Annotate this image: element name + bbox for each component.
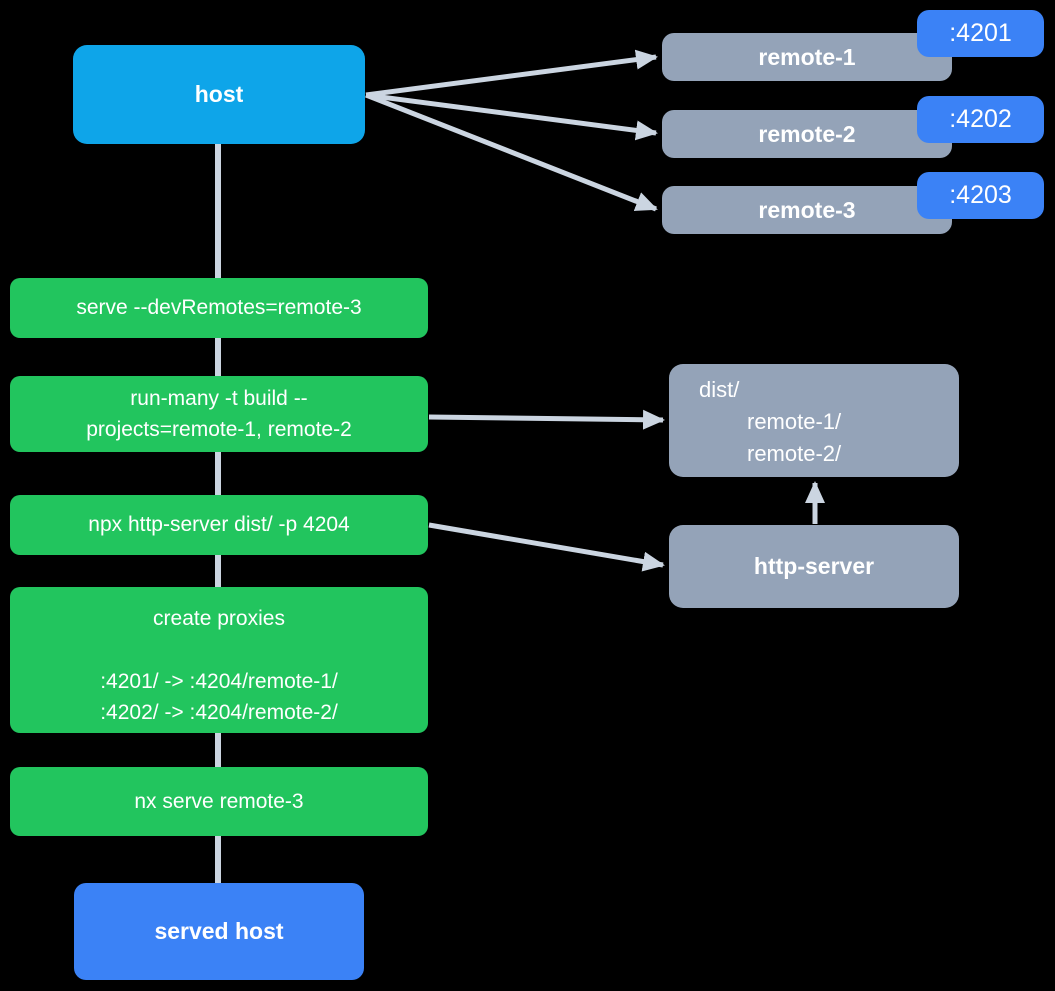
- proxy-rule-1: :4201/ -> :4204/remote-1/: [100, 670, 338, 693]
- step-npx-label: npx http-server dist/ -p 4204: [88, 513, 350, 536]
- step-create-proxies: create proxies :4201/ -> :4204/remote-1/…: [10, 587, 428, 733]
- node-dist-folder: dist/ remote-1/ remote-2/: [669, 364, 959, 477]
- step-serve-label: serve --devRemotes=remote-3: [76, 296, 362, 319]
- served-host-label: served host: [154, 918, 284, 944]
- step-nx-serve-remote-3: nx serve remote-3: [10, 767, 428, 836]
- port-badge-4203: :4203: [917, 172, 1044, 219]
- dist-remote-2-line: remote-2/: [747, 441, 842, 466]
- node-remote-2: remote-2: [662, 110, 952, 158]
- port-badge-4202: :4202: [917, 96, 1044, 143]
- step-runmany-line2: projects=remote-1, remote-2: [86, 418, 352, 441]
- edge-host-to-remote-3: [365, 92, 658, 212]
- proxy-rule-2: :4202/ -> :4204/remote-2/: [100, 701, 338, 724]
- host-label: host: [194, 81, 244, 107]
- http-server-label: http-server: [753, 553, 875, 579]
- node-remote-1: remote-1: [662, 33, 952, 81]
- step-runmany-line1: run-many -t build --: [130, 387, 308, 410]
- remote-1-label: remote-1: [758, 43, 856, 70]
- node-served-host: served host: [74, 883, 364, 980]
- remote-3-label: remote-3: [758, 196, 856, 223]
- node-host: host: [73, 45, 365, 144]
- step-run-many-build: run-many -t build -- projects=remote-1, …: [10, 376, 428, 452]
- port-4202-label: :4202: [949, 105, 1012, 133]
- port-4201-label: :4201: [949, 19, 1012, 47]
- edge-npx-to-httpserver: [428, 522, 665, 572]
- create-proxies-title: create proxies: [153, 607, 285, 630]
- node-remote-3: remote-3: [662, 186, 952, 234]
- remote-2-label: remote-2: [758, 120, 856, 147]
- edge-host-to-remote-1: [365, 49, 658, 98]
- port-4203-label: :4203: [949, 181, 1012, 209]
- edge-runmany-to-dist: [428, 409, 665, 430]
- step-nxserve-label: nx serve remote-3: [134, 789, 304, 813]
- step-serve-dev-remotes: serve --devRemotes=remote-3: [10, 278, 428, 338]
- step-npx-http-server: npx http-server dist/ -p 4204: [10, 495, 428, 555]
- node-http-server: http-server: [669, 525, 959, 608]
- port-badge-4201: :4201: [917, 10, 1044, 57]
- edge-host-to-remote-2: [365, 92, 658, 141]
- dist-folder-line: dist/: [699, 377, 740, 402]
- dist-remote-1-line: remote-1/: [747, 409, 842, 434]
